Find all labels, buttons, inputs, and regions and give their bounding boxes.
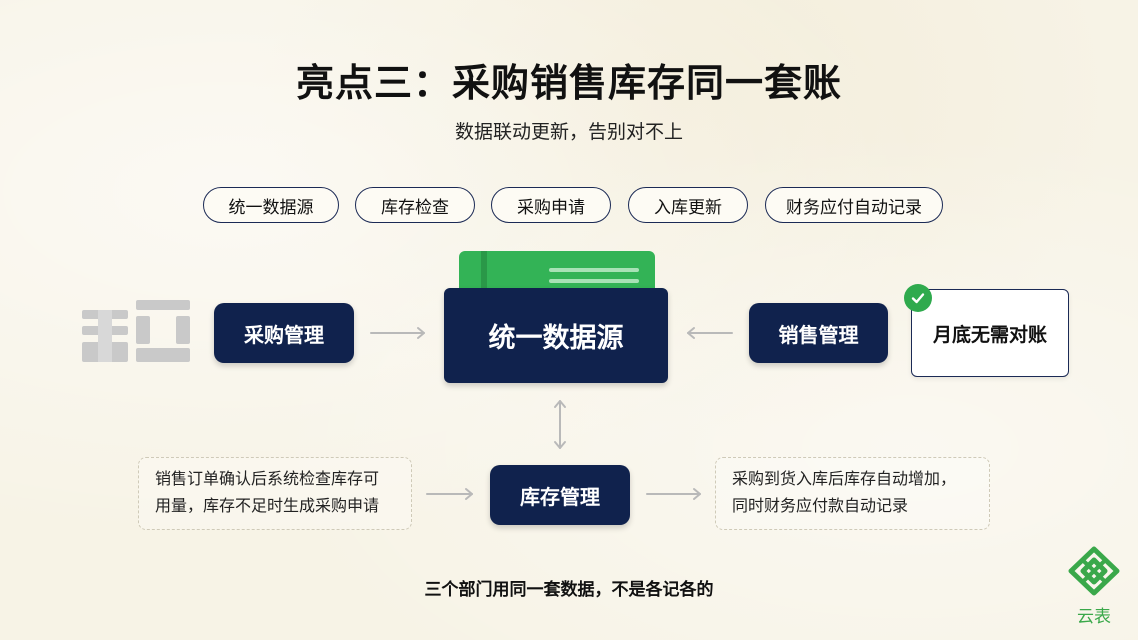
logo-text: 云表 bbox=[1077, 607, 1111, 627]
inventory-management-box: 库存管理 bbox=[490, 465, 630, 525]
note-line: 用量，库存不足时生成采购申请 bbox=[155, 496, 380, 515]
no-reconciliation-card: 月底无需对账 bbox=[911, 289, 1069, 377]
note-line: 采购到货入库后库存自动增加， bbox=[732, 469, 957, 488]
tag-inventory-check: 库存检查 bbox=[355, 187, 475, 223]
folder-spine bbox=[481, 251, 487, 301]
yunbiao-logo: 云表 bbox=[1066, 546, 1122, 627]
page-title: 亮点三：采购销售库存同一套账 bbox=[295, 61, 842, 105]
folder-line bbox=[549, 279, 639, 283]
building-blocks-icon bbox=[82, 300, 190, 362]
tag-auto-payable: 财务应付自动记录 bbox=[765, 187, 943, 223]
check-circle-icon bbox=[904, 284, 932, 312]
yunbiao-logo-icon bbox=[1068, 546, 1120, 596]
page-subtitle: 数据联动更新，告别对不上 bbox=[454, 121, 683, 143]
arrow-purchase-to-center bbox=[370, 327, 425, 339]
footer-caption: 三个部门用同一套数据，不是各记各的 bbox=[424, 580, 714, 600]
tag-purchase-request: 采购申请 bbox=[491, 187, 611, 223]
arrow-center-inventory bbox=[554, 400, 566, 449]
unified-data-source-box: 统一数据源 bbox=[444, 288, 668, 383]
folder-line bbox=[549, 268, 639, 272]
purchase-management-box: 采购管理 bbox=[214, 303, 354, 363]
sales-management-box: 销售管理 bbox=[749, 303, 888, 363]
note-line: 同时财务应付款自动记录 bbox=[732, 496, 909, 515]
arrow-inventory-to-note bbox=[646, 488, 701, 500]
arrow-note-to-inventory bbox=[426, 488, 473, 500]
tag-unified-source: 统一数据源 bbox=[203, 187, 339, 223]
note-line: 销售订单确认后系统检查库存可 bbox=[155, 469, 380, 488]
sales-order-note: 销售订单确认后系统检查库存可 用量，库存不足时生成采购申请 bbox=[138, 457, 412, 530]
stock-in-note: 采购到货入库后库存自动增加， 同时财务应付款自动记录 bbox=[715, 457, 990, 530]
arrow-sales-to-center bbox=[687, 327, 733, 339]
tag-stock-in-update: 入库更新 bbox=[628, 187, 748, 223]
